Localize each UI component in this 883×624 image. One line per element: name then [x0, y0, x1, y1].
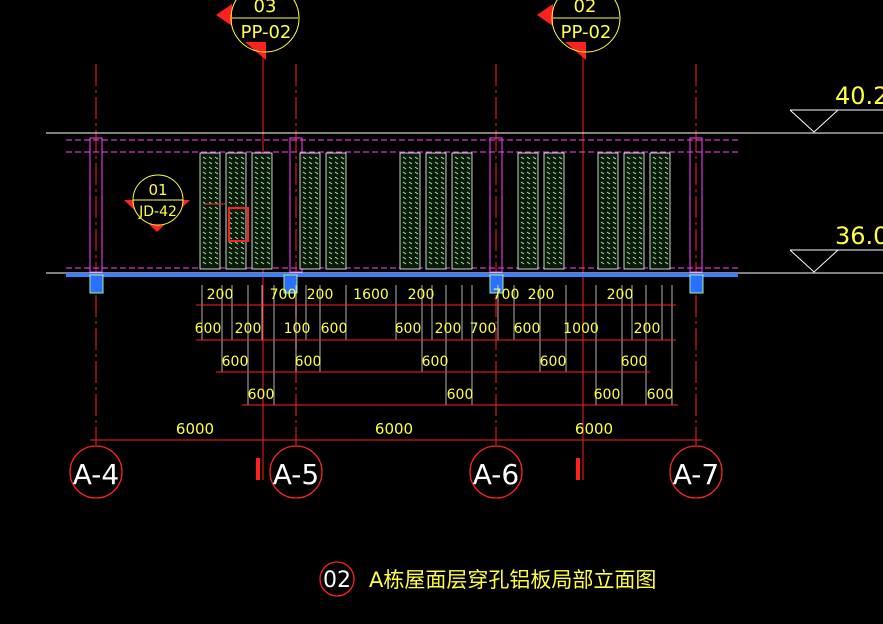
- drawing-title-block: 02 A栋屋面层穿孔铝板局部立面图: [319, 561, 656, 597]
- dim-r1-7: 200: [528, 287, 555, 303]
- perforated-panel: [517, 152, 539, 270]
- perforated-panel: [543, 152, 565, 270]
- grid-bubble-a7: A-7: [669, 445, 723, 499]
- bay-dim-1: 6000: [176, 420, 214, 438]
- drawing-title: A栋屋面层穿孔铝板局部立面图: [369, 568, 656, 592]
- drawing-title-number: 02: [323, 568, 351, 593]
- section-callout-2: 02 PP-02: [537, 0, 621, 60]
- dim-r3-3: 600: [422, 354, 449, 370]
- detail-marker-box: [228, 207, 249, 242]
- dim-r2-2: 200: [235, 321, 262, 337]
- dim-r4-2: 600: [447, 387, 474, 403]
- dimension-lines: [90, 304, 702, 441]
- detail-callout-bottom: JD-42: [138, 204, 177, 220]
- dim-r2-5: 600: [395, 321, 422, 337]
- level-label-top: 40.2: [835, 82, 883, 110]
- columns: [89, 137, 703, 273]
- dim-r1-2: 700: [270, 287, 297, 303]
- level-marker-bottom: 36.0: [789, 222, 883, 273]
- grid-bubble-a5: A-5: [269, 445, 323, 499]
- perforated-panel: [199, 152, 221, 270]
- dimension-labels-row2: 600 200 100 600 600 200 700 600 1000 200: [195, 321, 661, 337]
- grid-label-a6: A-6: [473, 458, 519, 491]
- dimension-labels-row4: 600 600 600 600: [248, 387, 674, 403]
- dim-r2-9: 1000: [563, 321, 599, 337]
- dim-r3-1: 600: [222, 354, 249, 370]
- dim-r2-1: 600: [195, 321, 222, 337]
- grid-bubble-a6: A-6: [469, 445, 523, 499]
- dim-r1-1: 200: [207, 287, 234, 303]
- detail-callout: 01 JD-42: [124, 174, 249, 242]
- perforated-panel: [325, 152, 347, 270]
- dim-r1-3: 200: [307, 287, 334, 303]
- detail-callout-top: 01: [148, 181, 167, 199]
- dimension-labels-row1: 200 700 200 1600 200 700 200 200: [207, 287, 634, 303]
- perforated-panel: [425, 152, 447, 270]
- dim-r2-4: 600: [321, 321, 348, 337]
- perforated-panel: [451, 152, 473, 270]
- section-callout-2-top: 02: [574, 0, 597, 17]
- dim-r2-6: 200: [435, 321, 462, 337]
- perforated-panel: [399, 152, 421, 270]
- dim-r1-6: 700: [493, 287, 520, 303]
- dim-r4-4: 600: [647, 387, 674, 403]
- dimension-extension-lines: [201, 285, 673, 405]
- dim-r4-3: 600: [594, 387, 621, 403]
- dim-r1-5: 200: [408, 287, 435, 303]
- section-cut-marks: [256, 458, 580, 480]
- grid-bubble-a4: A-4: [69, 445, 123, 499]
- dim-r3-2: 600: [295, 354, 322, 370]
- grid-label-a7: A-7: [673, 458, 719, 491]
- dim-r1-8: 200: [607, 287, 634, 303]
- dim-r2-10: 200: [634, 321, 661, 337]
- bay-dim-3: 6000: [575, 420, 613, 438]
- level-marker-top: 40.2: [789, 82, 883, 133]
- grid-lines: [95, 64, 697, 445]
- perforated-panel: [597, 152, 619, 270]
- grid-label-a5: A-5: [273, 458, 319, 491]
- bay-dim-2: 6000: [375, 420, 413, 438]
- level-label-bottom: 36.0: [835, 222, 883, 250]
- dim-r2-3: 100: [284, 321, 311, 337]
- perforated-panel: [649, 152, 671, 270]
- dim-r3-4: 600: [540, 354, 567, 370]
- section-callout-1-bottom: PP-02: [241, 22, 292, 43]
- dimension-labels-row3: 600 600 600 600 600: [222, 354, 648, 370]
- column-bases: [66, 273, 738, 294]
- perforated-panel: [299, 152, 321, 270]
- perforated-panel: [251, 152, 273, 270]
- perforated-panel: [623, 152, 645, 270]
- dim-r1-4: 1600: [353, 287, 389, 303]
- dim-r2-8: 600: [514, 321, 541, 337]
- dim-r3-5: 600: [621, 354, 648, 370]
- dim-r2-7: 700: [470, 321, 497, 337]
- section-callout-2-bottom: PP-02: [561, 22, 612, 43]
- section-callout-1: 03 PP-02: [216, 0, 300, 60]
- bay-dimension-labels: 6000 6000 6000: [176, 420, 613, 438]
- section-callout-1-top: 03: [254, 0, 277, 17]
- dim-r4-1: 600: [248, 387, 275, 403]
- grid-label-a4: A-4: [73, 458, 119, 491]
- perforated-panels: [199, 152, 671, 270]
